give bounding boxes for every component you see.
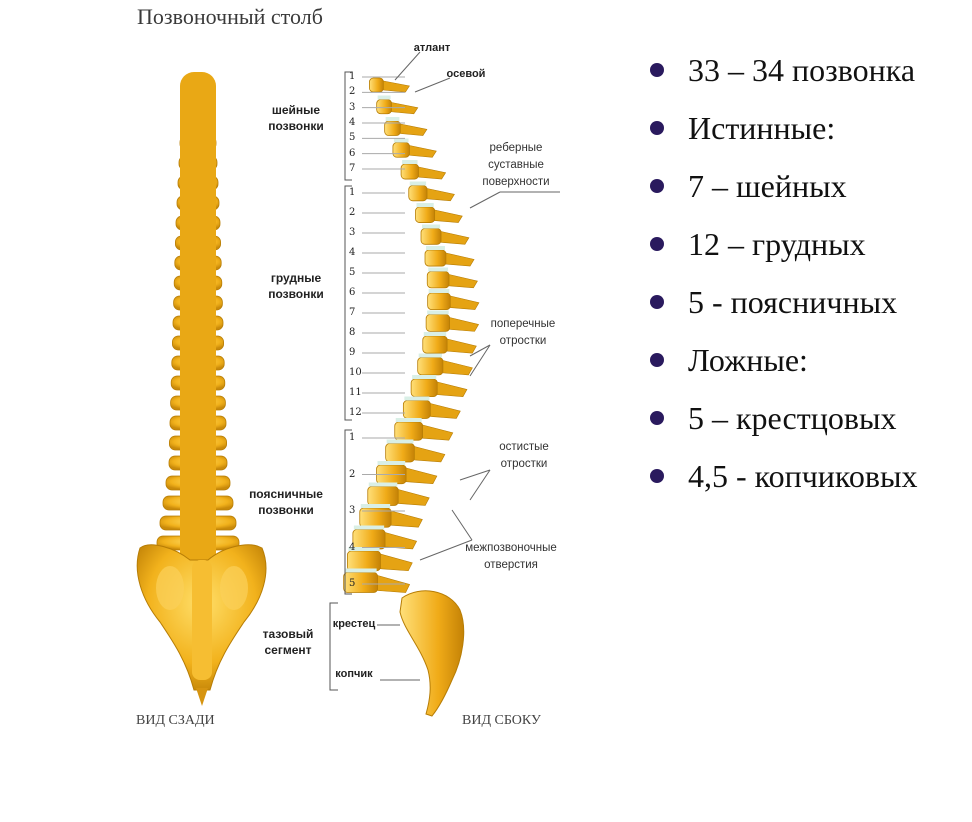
fact-item: 33 – 34 позвонка <box>650 48 970 92</box>
vertebra-number: 7 <box>349 307 356 318</box>
vertebra-side <box>347 547 413 572</box>
label-spinous: остистые отростки <box>499 441 549 470</box>
annotation-lines <box>377 51 560 681</box>
vertebra-side <box>425 310 480 332</box>
vertebra-number: 4 <box>349 541 356 553</box>
diagram-title: Позвоночный столб <box>137 4 323 29</box>
bullet-dot-icon <box>650 121 664 135</box>
vertebra-side <box>376 95 419 115</box>
vertebra-side <box>415 203 463 223</box>
bullet-dot-icon <box>650 237 664 251</box>
vertebra-number: 6 <box>349 147 356 159</box>
label-cervical: шейные позвонки <box>268 103 324 133</box>
bullet-dot-icon <box>650 411 664 425</box>
view-back-caption: ВИД СЗАДИ <box>136 713 215 728</box>
fact-item: 12 – грудных <box>650 222 970 266</box>
vertebra-number: 3 <box>349 505 356 516</box>
vertebra-side <box>369 77 410 93</box>
vertebra-side <box>422 332 477 354</box>
vertebra-side <box>427 289 480 311</box>
vertebra-number: 12 <box>349 407 362 418</box>
vertebra-side <box>359 504 423 528</box>
spine-side-view <box>343 77 480 717</box>
fact-item: 7 – шейных <box>650 164 970 208</box>
vertebra-number: 5 <box>349 578 356 589</box>
vertebra-number: 11 <box>349 387 362 398</box>
vertebra-side <box>376 461 438 485</box>
fact-item: Ложные: <box>650 338 970 382</box>
facts-list: 33 – 34 позвонка Истинные: 7 – шейных 12… <box>650 48 970 512</box>
vertebra-number: 2 <box>349 207 356 218</box>
vertebra-number: 2 <box>349 468 356 480</box>
vertebra-number: 1 <box>349 187 356 198</box>
vertebra-number: 4 <box>349 117 356 128</box>
vertebra-number: 3 <box>349 101 356 113</box>
bullet-dot-icon <box>650 469 664 483</box>
view-side-caption: ВИД СБОКУ <box>462 713 541 728</box>
vertebra-side <box>426 267 478 289</box>
label-transverse: поперечные отростки <box>490 318 556 347</box>
bullet-dot-icon <box>650 63 664 77</box>
bullet-dot-icon <box>650 353 664 367</box>
label-lumbar: поясничные позвонки <box>249 487 323 517</box>
label-axis: осевой <box>446 68 486 80</box>
vertebra-side <box>424 246 475 267</box>
label-sacrum: крестец <box>332 618 376 630</box>
label-atlas: атлант <box>413 42 451 54</box>
vertebra-number: 6 <box>349 287 356 298</box>
label-pelvic: тазовый сегмент <box>262 627 314 657</box>
vertebra-side <box>352 525 418 550</box>
label-thoracic: грудные позвонки <box>268 271 324 301</box>
fact-item: 5 - поясничных <box>650 280 970 324</box>
vertebra-number: 4 <box>349 247 356 258</box>
vertebra-number: 8 <box>349 327 356 338</box>
bullet-dot-icon <box>650 295 664 309</box>
vertebra-number: 7 <box>349 163 356 174</box>
vertebra-side <box>400 160 447 180</box>
fact-item: 5 – крестцовых <box>650 396 970 440</box>
vertebra-number: 3 <box>349 227 356 238</box>
vertebra-number: 10 <box>349 367 362 378</box>
vertebra-number: 1 <box>349 432 356 443</box>
vertebra-number: 1 <box>349 71 356 82</box>
fact-item: 4,5 - копчиковых <box>650 454 970 498</box>
vertebra-side <box>394 418 454 441</box>
fact-item: Истинные: <box>650 106 970 150</box>
label-intervertebral: межпозвоночные отверстия <box>465 542 557 571</box>
vertebra-side <box>410 375 468 398</box>
vertebra-number: 9 <box>349 347 356 358</box>
bullet-dot-icon <box>650 179 664 193</box>
vertebra-side <box>402 396 461 419</box>
label-coccyx: копчик <box>335 668 373 680</box>
vertebra-number: 5 <box>349 132 356 144</box>
vertebra-side <box>385 439 446 463</box>
vertebra-number: 2 <box>349 86 356 98</box>
vertebra-side <box>417 353 473 376</box>
spine-back-view <box>136 72 267 706</box>
vertebra-side <box>392 138 437 158</box>
vertebra-side <box>384 117 428 136</box>
bracket-lines <box>329 71 352 691</box>
vertebra-side <box>367 482 430 506</box>
label-costal: реберные суставные поверхности <box>482 142 550 188</box>
vertebra-side <box>420 224 470 245</box>
vertebra-side <box>408 181 455 202</box>
vertebra-number: 5 <box>349 267 356 278</box>
